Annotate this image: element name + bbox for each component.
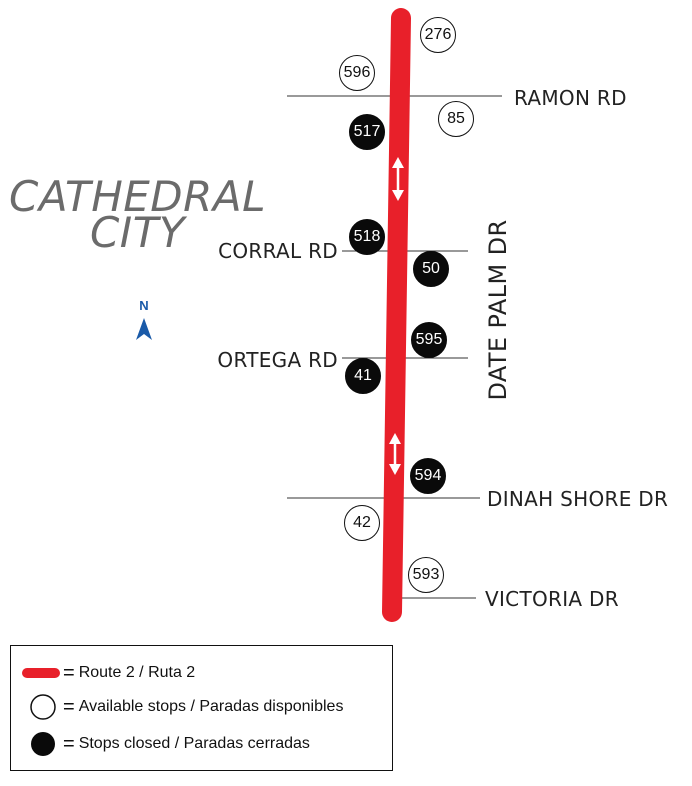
stop-593[interactable]: 593	[408, 557, 444, 593]
main-street-label: DATE PALM DR	[484, 219, 512, 401]
open-circle-icon	[21, 693, 61, 721]
legend-item-closed: = Stops closed / Paradas cerradas	[21, 730, 310, 758]
legend-equals: =	[63, 732, 75, 755]
stop-517[interactable]: 517	[349, 114, 385, 150]
stop-595[interactable]: 595	[411, 322, 447, 358]
legend-item-available: = Available stops / Paradas disponibles	[21, 693, 343, 721]
north-arrow: N	[132, 298, 156, 342]
legend-item-route: = Route 2 / Ruta 2	[21, 659, 195, 687]
city-label-line2: CITY	[89, 208, 186, 257]
street-label-ortega: ORTEGA RD	[217, 348, 338, 372]
stop-276[interactable]: 276	[420, 17, 456, 53]
legend-equals: =	[63, 695, 75, 718]
stop-85[interactable]: 85	[438, 101, 474, 137]
north-letter: N	[139, 298, 149, 313]
legend-text-route: Route 2 / Ruta 2	[78, 664, 196, 681]
legend-equals: =	[63, 661, 75, 684]
filled-circle-icon	[21, 730, 61, 758]
street-label-ramon: RAMON RD	[514, 86, 627, 110]
stop-42[interactable]: 42	[344, 505, 380, 541]
stop-50[interactable]: 50	[413, 251, 449, 287]
street-label-dinah: DINAH SHORE DR	[487, 487, 669, 511]
stop-594[interactable]: 594	[410, 458, 446, 494]
two-way-arrow-icon	[392, 157, 404, 201]
legend-text-available: Available stops / Paradas disponibles	[78, 698, 344, 715]
city-label-line1: CATHEDRAL	[9, 172, 266, 221]
street-label-victoria: VICTORIA DR	[485, 587, 619, 611]
stop-41[interactable]: 41	[345, 358, 381, 394]
route-line	[382, 8, 411, 622]
route-line-icon	[21, 659, 61, 687]
street-label-corral: CORRAL RD	[218, 239, 338, 263]
two-way-arrow-icon	[389, 433, 401, 475]
stop-596[interactable]: 596	[339, 55, 375, 91]
legend: = Route 2 / Ruta 2 = Available stops / P…	[10, 645, 393, 771]
north-arrow-icon	[136, 318, 152, 340]
stop-518[interactable]: 518	[349, 219, 385, 255]
legend-text-closed: Stops closed / Paradas cerradas	[78, 735, 310, 752]
